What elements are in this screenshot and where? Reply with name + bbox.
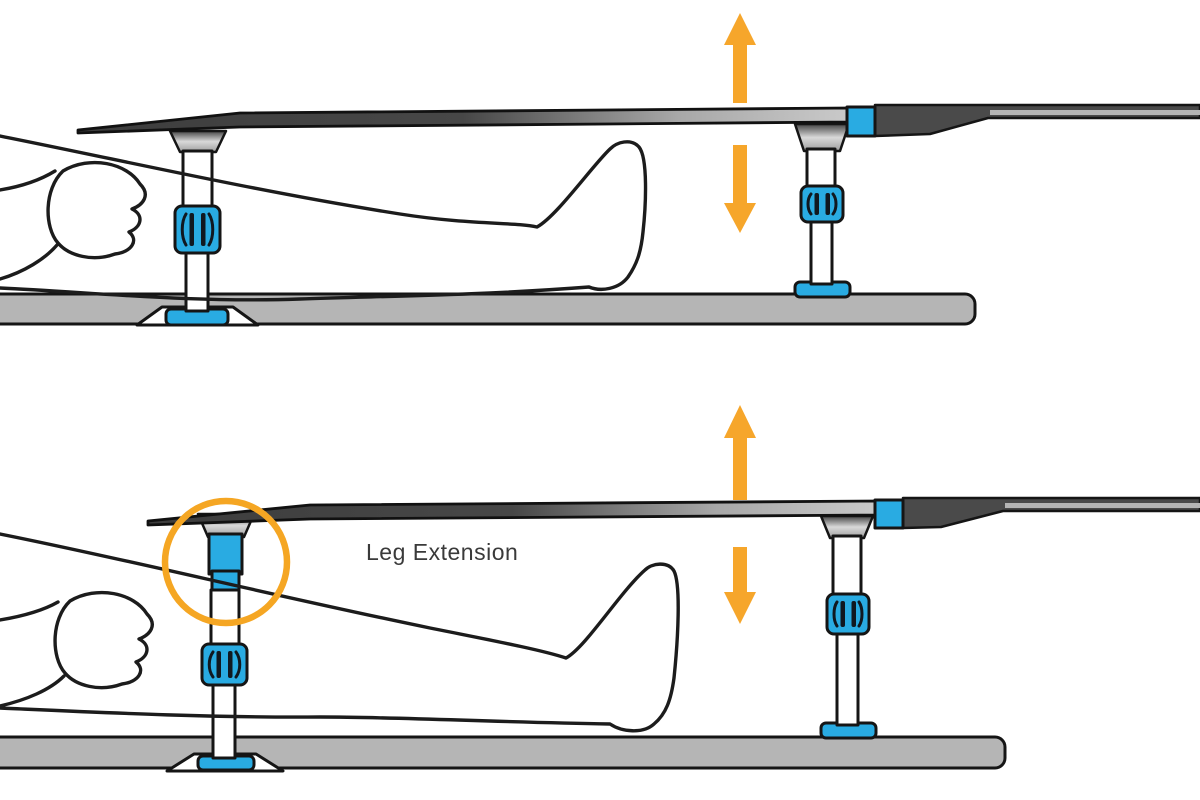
patient-arm-bottom [0, 243, 59, 281]
table-base-board [0, 735, 1007, 770]
extension-arm [873, 103, 1200, 138]
leg-extension-segment [207, 532, 244, 576]
post-cone-mount [793, 122, 851, 153]
post-upper-tube [831, 534, 863, 599]
post-lower-tube [809, 218, 834, 286]
leg-board [76, 106, 850, 135]
post-lower-tube [835, 630, 860, 727]
support-post-front [168, 129, 228, 313]
board-clamp [845, 105, 877, 138]
patient-arm-bottom [0, 674, 66, 708]
post-lower-tube [211, 681, 237, 760]
up-down-arrow-icon [724, 405, 756, 624]
arrow-up [724, 405, 756, 500]
patient-arm-top [0, 169, 57, 192]
highlight-circle-icon [161, 497, 291, 627]
height-knob-icon [173, 204, 222, 255]
patient-hand [46, 160, 147, 260]
patient-arm-top [0, 600, 60, 622]
post-cone-mount [168, 129, 228, 154]
extension-arm-highlight [1005, 503, 1200, 508]
arrow-down [724, 145, 756, 233]
patient-hand [53, 590, 154, 690]
patient-leg [0, 134, 648, 302]
post-upper-tube [805, 147, 837, 190]
post-lower-tube [184, 249, 210, 313]
up-down-arrow-icon [724, 13, 756, 233]
arrow-down [724, 547, 756, 624]
arrow-up [724, 13, 756, 103]
height-knob-icon [799, 184, 845, 224]
bottom-panel [0, 405, 1200, 773]
top-panel [0, 13, 1200, 327]
extension-arm-highlight [990, 110, 1200, 115]
post-upper-tube [209, 588, 241, 648]
height-knob-icon [825, 592, 871, 636]
height-knob-icon [200, 642, 249, 687]
leg-extension-label: Leg Extension [366, 539, 519, 565]
support-post-front [196, 512, 256, 760]
support-post-rear [793, 122, 851, 286]
patient-leg [0, 532, 680, 733]
support-post-rear [819, 514, 875, 727]
board-clamp [873, 498, 905, 530]
extension-arm [901, 496, 1200, 530]
